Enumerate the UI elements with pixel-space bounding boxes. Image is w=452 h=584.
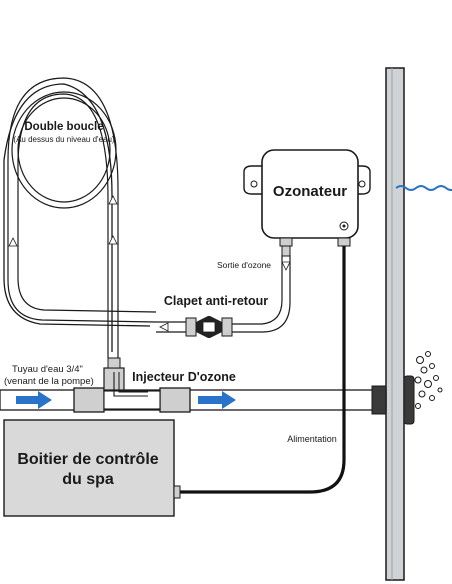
spa-wall xyxy=(385,67,405,581)
water-pipe-label-line2: (venant de la pompe) xyxy=(4,376,94,387)
power-supply-label: Alimentation xyxy=(287,434,337,444)
double-loop-tubing xyxy=(3,77,291,358)
ozonator-unit xyxy=(243,149,371,257)
ozone-outlet-label: Sortie d'ozone xyxy=(217,260,271,270)
wall-jet-fitting xyxy=(371,375,415,425)
flow-arrow-icon xyxy=(16,391,52,409)
check-valve xyxy=(185,316,233,338)
flow-arrow-icons xyxy=(16,391,236,409)
water-pipe-label-line1: Tuyau d'eau 3/4" xyxy=(12,364,83,375)
bubbles-icon xyxy=(414,351,443,409)
control-box-label-line1: Boitier de contrôle xyxy=(17,451,158,468)
water-surface-wave-icon xyxy=(395,185,452,191)
spa-control-box xyxy=(3,419,181,517)
ozone-injector-label: Injecteur D'ozone xyxy=(132,370,236,384)
double-loop-subtitle: (Au dessus du niveau d'eau) xyxy=(13,135,114,144)
ozone-injector xyxy=(73,357,191,413)
ozonator-label: Ozonateur xyxy=(273,183,347,200)
control-box-label-line2: du spa xyxy=(62,471,114,488)
check-valve-label: Clapet anti-retour xyxy=(164,294,268,308)
tube-flow-markers xyxy=(8,195,291,332)
power-cable xyxy=(178,246,346,494)
flow-arrow-icon xyxy=(198,391,236,409)
double-loop-title: Double boucle xyxy=(24,121,103,133)
water-pipe xyxy=(0,389,387,411)
